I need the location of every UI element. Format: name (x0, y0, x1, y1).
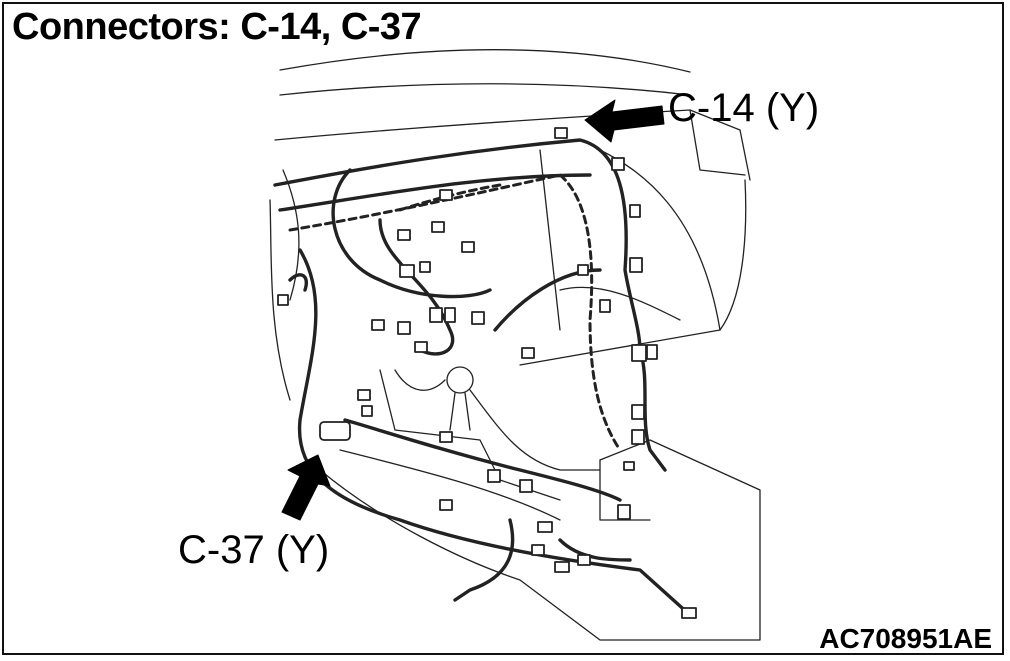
c37-arrow (281, 454, 331, 521)
pointer-arrows (281, 99, 665, 521)
callout-c14-label: C-14 (Y) (668, 86, 820, 130)
figure-id: AC708951AE (819, 623, 992, 654)
connector-blocks (277, 127, 697, 619)
connector-c14 (554, 127, 568, 139)
page-title: Connectors: C-14, C-37 (12, 6, 422, 48)
callout-c37-label: C-37 (Y) (178, 528, 330, 572)
c14-arrow (584, 99, 665, 143)
harness-wires (273, 138, 692, 617)
connector-c37 (319, 421, 351, 441)
